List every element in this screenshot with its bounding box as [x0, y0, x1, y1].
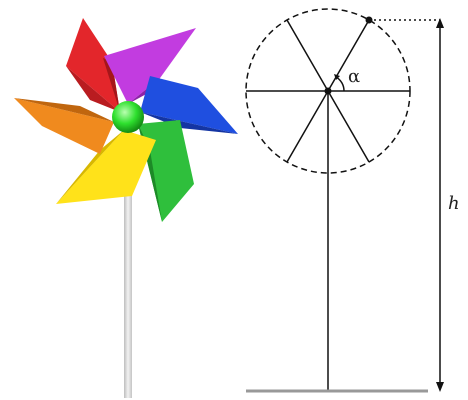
height-arrow-bottom-head: [436, 382, 444, 392]
center-point: [324, 87, 332, 95]
blade-orange: [14, 98, 114, 154]
angle-label: α: [348, 66, 360, 87]
schematic-diagram: [245, 8, 444, 392]
angle-arc-arrowhead: [334, 74, 340, 80]
blade-yellow: [56, 130, 156, 204]
height-arrow-top-head: [436, 18, 444, 28]
height-label: h: [448, 193, 460, 214]
pinwheel-hub: [112, 101, 144, 133]
blade-tip-point: [365, 16, 373, 24]
pinwheel-stick: [124, 122, 132, 398]
angle-arc: [335, 76, 345, 92]
blade-red: [66, 18, 120, 112]
blade-blue: [140, 76, 238, 134]
blade-green: [138, 120, 194, 222]
blade-magenta: [104, 28, 196, 104]
pinwheel-illustration: [14, 18, 238, 398]
